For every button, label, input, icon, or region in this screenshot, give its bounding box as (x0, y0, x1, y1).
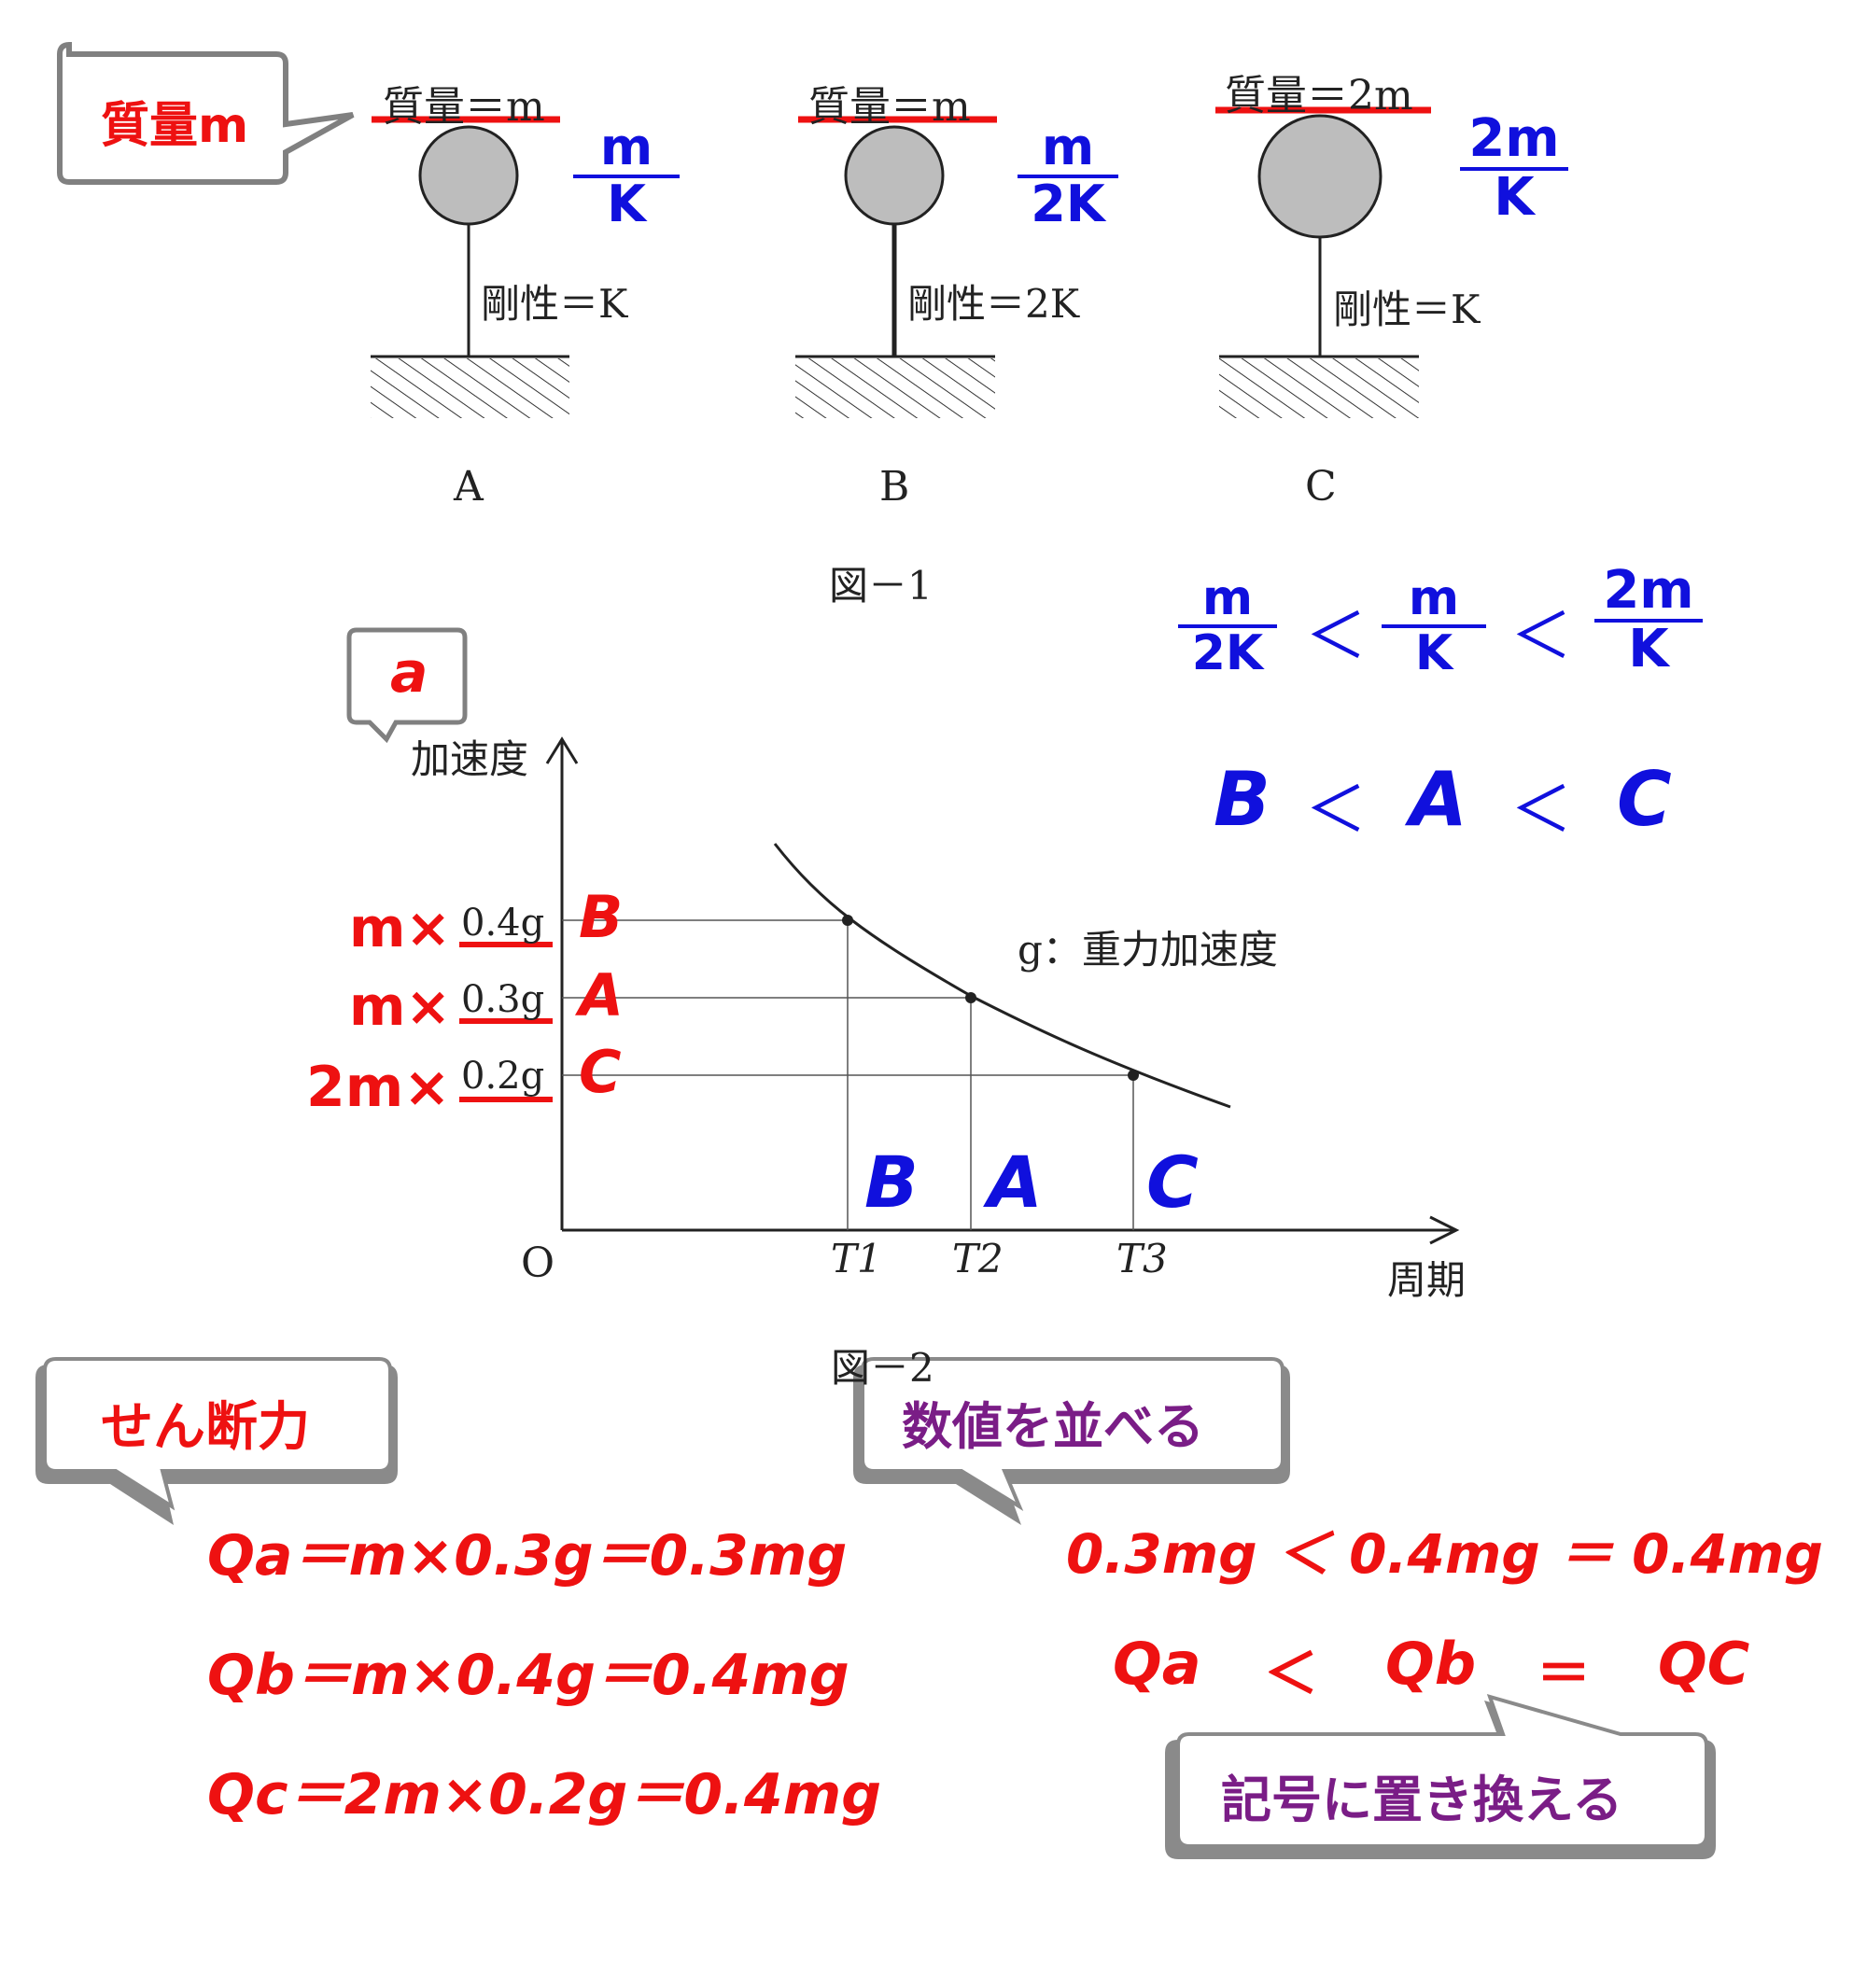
model-b-mass-label: 質量＝m (808, 83, 971, 131)
compare-fraction-1-num: m (1178, 573, 1277, 628)
compare-lt-2: ＜ (1510, 600, 1572, 672)
model-c-stiffness-label: 剛性＝K (1333, 287, 1481, 332)
compare-fraction-2-den: K (1414, 624, 1453, 681)
order-model-2: A (1410, 756, 1467, 843)
x-tick-t3: T3 (1116, 1236, 1168, 1281)
y-annotation-b-model: B (579, 883, 624, 951)
figure2-caption: 図－2 (831, 1345, 934, 1391)
x-annotation-c: C (1146, 1141, 1199, 1224)
model-b-ratio-num: m (1018, 120, 1118, 178)
ordering-symbol-qc: QC (1658, 1630, 1750, 1698)
shear-qc-line: Qc＝2m×0.2g＝0.4mg (207, 1762, 882, 1827)
origin-label: O (521, 1239, 555, 1287)
shear-qa-line: Qa＝m×0.3g＝0.3mg (207, 1523, 848, 1589)
callout-mass-bubble (57, 41, 355, 185)
model-a-mass-label: 質量＝m (383, 83, 545, 131)
y-tick-02g: 0.2g (461, 1055, 545, 1098)
x-annotation-b: B (864, 1141, 919, 1224)
callout-order-values-text: 数値を並べる (902, 1397, 1204, 1456)
model-a-ratio: m K (573, 120, 680, 233)
callout-shear-text: せん断力 (101, 1397, 310, 1458)
x-axis-arrow (1429, 1215, 1460, 1245)
shear-qb-line: Qb＝m×0.4g＝0.4mg (207, 1643, 849, 1708)
model-b-ratio: m 2K (1018, 120, 1118, 233)
compare-fraction-3-num: 2m (1594, 563, 1703, 623)
order-model-1: B (1214, 756, 1270, 843)
data-point-a (965, 992, 976, 1003)
model-a-ratio-den: K (607, 174, 646, 233)
y-annotation-b-prefix: m× (349, 896, 452, 959)
callout-a-text: a (390, 640, 428, 706)
order-lt-2: ＜ (1510, 774, 1572, 846)
model-c-ratio: 2m K (1460, 111, 1568, 228)
compare-lt-1: ＜ (1305, 600, 1367, 672)
model-a-ratio-num: m (573, 120, 680, 178)
model-c-mass-label: 質量＝2m (1225, 72, 1413, 119)
callout-order-values-bubble (853, 1357, 1290, 1525)
figure1-caption: 図－1 (829, 563, 933, 609)
y-annotation-c-model: C (579, 1038, 622, 1106)
callout-a-bubble (346, 627, 468, 744)
response-curve (773, 843, 1231, 1109)
chart-figure2 (545, 736, 1460, 1245)
model-c-ratio-num: 2m (1460, 111, 1568, 171)
callout-shear-bubble (35, 1357, 398, 1525)
callout-replace-symbols-bubble (1165, 1694, 1716, 1859)
ordering-symbol-eq: ＝ (1537, 1642, 1592, 1705)
model-b-label: B (879, 463, 910, 511)
compare-fraction-2-num: m (1382, 573, 1486, 628)
y-annotation-c-prefix: 2m× (306, 1055, 451, 1120)
compare-fraction-1-den: 2K (1191, 624, 1264, 681)
compare-fraction-2: m K (1382, 573, 1486, 679)
callout-replace-symbols-text: 記号に置き換える (1221, 1771, 1623, 1829)
model-b-ratio-den: 2K (1031, 174, 1105, 233)
model-a-stiffness-label: 剛性＝K (481, 281, 628, 327)
y-tick-03g: 0.3g (461, 978, 545, 1021)
order-lt-1: ＜ (1305, 774, 1367, 846)
model-b-stiffness-label: 剛性＝2K (907, 281, 1080, 327)
callout-mass-text: 質量m (101, 98, 249, 154)
model-c-drawing (1215, 106, 1431, 418)
compare-fraction-3-den: K (1628, 618, 1669, 679)
data-point-b (842, 915, 853, 926)
y-annotation-a-prefix: m× (349, 974, 452, 1038)
y-annotation-underlines (459, 942, 553, 1102)
y-axis-label: 加速度 (411, 736, 529, 782)
y-tick-04g: 0.4g (461, 902, 545, 945)
x-axis-label: 周期 (1387, 1257, 1467, 1303)
ordering-values-line: 0.3mg ＜ 0.4mg ＝ 0.4mg (1066, 1522, 1823, 1586)
order-model-3: C (1617, 756, 1672, 843)
model-b-drawing (795, 116, 997, 418)
model-c-label: C (1305, 463, 1337, 511)
x-tick-t2: T2 (952, 1236, 1004, 1281)
data-point-c (1128, 1070, 1139, 1081)
ordering-symbol-qb: Qb (1385, 1630, 1477, 1698)
y-axis-arrow (545, 736, 579, 764)
compare-fraction-3: 2m K (1594, 563, 1703, 679)
model-a-label: A (454, 463, 484, 511)
x-tick-t1: T1 (831, 1236, 882, 1281)
compare-fraction-1: m 2K (1178, 573, 1277, 679)
model-c-ratio-den: K (1494, 166, 1535, 228)
x-annotation-a: A (988, 1141, 1043, 1224)
model-a-drawing (371, 116, 569, 418)
ordering-symbol-qa: Qa (1113, 1630, 1201, 1698)
y-annotation-a-model: A (579, 961, 624, 1029)
ordering-symbol-lt: ＜ (1264, 1642, 1319, 1705)
gravity-note: g：重力加速度 (1018, 927, 1278, 973)
